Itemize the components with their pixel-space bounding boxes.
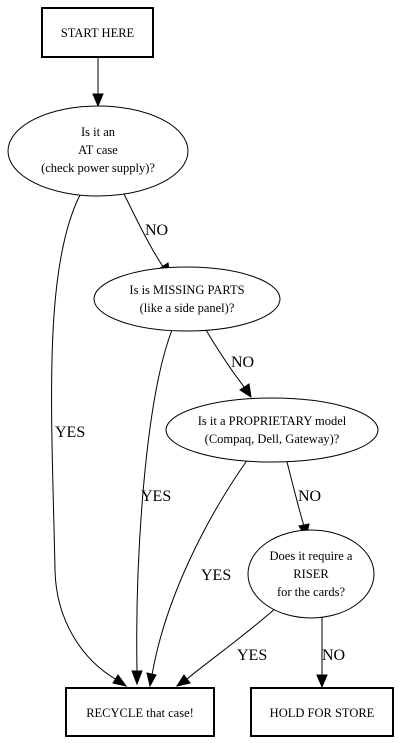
node-q-proprietary-line-2: (Compaq, Dell, Gateway)? [205,432,340,446]
edge-label-riser-yes: YES [237,647,267,664]
node-hold[interactable]: HOLD FOR STORE [250,687,394,737]
edge-missing-no [205,329,252,399]
edge-label-proprietary-no: NO [298,488,321,505]
node-q-missing-parts-line-1: Is is MISSING PARTS [129,283,244,297]
node-q-at-case-line-1: Is it an [81,125,116,139]
node-q-riser[interactable]: Does it require a RISER for the cards? [247,529,375,619]
node-q-at-case-line-3: (check power supply)? [41,161,155,175]
nodes: START HERE Is it an AT case (check power… [7,7,394,737]
edge-label-missing-no: NO [231,354,254,371]
edge-label-at-case-yes: YES [55,424,85,441]
edge-start-to-at-case [92,58,104,108]
node-recycle[interactable]: RECYCLE that case! [65,687,215,737]
edge-proprietary-yes [146,458,249,688]
node-q-at-case-line-2: AT case [78,143,118,157]
node-q-missing-parts-line-2: (like a side panel)? [140,301,235,315]
edge-riser-no [316,617,328,689]
edge-missing-yes [131,329,173,686]
edge-label-riser-no: NO [322,647,345,664]
node-start-line-1: START HERE [61,26,135,40]
edge-label-at-case-no: NO [145,222,168,239]
node-q-missing-parts[interactable]: Is is MISSING PARTS (like a side panel)? [93,266,281,332]
node-q-proprietary[interactable]: Is it a PROPRIETARY model (Compaq, Dell,… [165,397,379,463]
node-recycle-line-1: RECYCLE that case! [86,706,194,720]
edge-label-proprietary-yes: YES [201,567,231,584]
node-start[interactable]: START HERE [41,7,154,58]
node-q-riser-line-1: Does it require a [270,549,353,563]
node-q-riser-line-3: for the cards? [277,585,345,599]
edge-at-case-yes [51,194,128,687]
edge-riser-yes [175,606,278,687]
edge-label-missing-yes: YES [141,488,171,505]
node-q-riser-line-2: RISER [293,567,329,581]
node-q-proprietary-line-1: Is it a PROPRIETARY model [198,414,347,428]
node-q-at-case[interactable]: Is it an AT case (check power supply)? [7,105,189,197]
node-hold-line-1: HOLD FOR STORE [270,706,375,720]
